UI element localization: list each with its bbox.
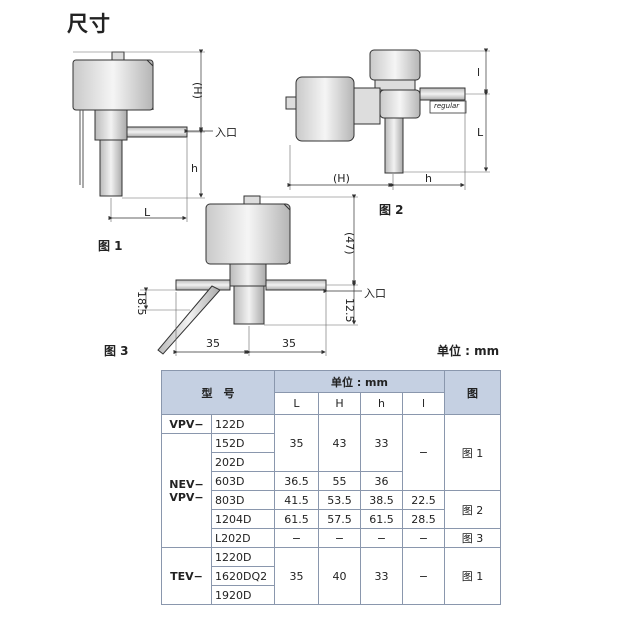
- value-cell: 53.5: [318, 490, 361, 510]
- page-title: 尺寸: [67, 12, 111, 36]
- value-cell: −: [402, 547, 445, 605]
- fig2-dim-h: h: [425, 172, 432, 185]
- fig2-dim-l: l: [477, 66, 481, 79]
- fig3-dim-12-5: 12.5: [343, 298, 356, 323]
- value-cell: 55: [318, 471, 361, 491]
- value-cell: 33: [360, 547, 403, 605]
- value-cell: 36: [360, 471, 403, 491]
- spec-table: 型 号 单位 : mm 图 L H h l VPV− 122D 35 43 33…: [161, 370, 501, 605]
- model-cell: 152D: [211, 433, 275, 453]
- table-row: 803D 41.5 53.5 38.5 22.5 图 2: [162, 490, 501, 529]
- fig2-regular-label: regular: [434, 102, 460, 110]
- value-cell: 38.5: [360, 490, 403, 510]
- prefix-vpv-2: VPV−: [169, 490, 204, 504]
- table-row: VPV− 122D 35 43 33 − 图 1: [161, 414, 501, 491]
- value-cell: −: [318, 528, 361, 548]
- table-row: 603D 36.5 55 36: [162, 471, 501, 491]
- header-col-L: L: [274, 392, 319, 415]
- model-cell: 1920D: [211, 585, 275, 605]
- figure-cell: 图 3: [444, 528, 501, 548]
- model-cell: 603D: [211, 471, 275, 491]
- prefix-nev: NEV−: [169, 477, 204, 491]
- value-cell: 61.5: [274, 509, 319, 529]
- table-row: TEV− 1220D 35 40 33 − 图 1: [161, 547, 501, 605]
- value-cell: 28.5: [402, 509, 445, 529]
- value-cell: −: [402, 414, 445, 491]
- fig3-inlet-label: 入口: [364, 287, 386, 300]
- value-cell: −: [360, 528, 403, 548]
- fig3-caption: 图 3: [104, 344, 129, 358]
- figure-3-drawing: [140, 194, 362, 356]
- header-col-l: l: [402, 392, 445, 415]
- fig3-dim-47: (47): [343, 232, 356, 255]
- figure-cell: 图 2: [444, 490, 501, 529]
- prefix-tev: TEV−: [161, 547, 212, 605]
- header-col-h: h: [360, 392, 403, 415]
- value-cell: 43: [318, 414, 361, 472]
- model-cell: 1220D: [211, 547, 275, 567]
- model-cell: 202D: [211, 452, 275, 472]
- fig1-caption: 图 1: [98, 239, 123, 253]
- value-cell: 36.5: [274, 471, 319, 491]
- value-cell: 35: [274, 547, 319, 605]
- header-col-H: H: [318, 392, 361, 415]
- value-cell: 35: [274, 414, 319, 472]
- value-cell: 57.5: [318, 509, 361, 529]
- value-cell: 33: [360, 414, 403, 472]
- fig2-caption: 图 2: [379, 203, 404, 217]
- model-cell: 122D: [211, 414, 275, 434]
- fig1-dim-h: h: [191, 162, 198, 175]
- value-cell: 22.5: [402, 490, 445, 510]
- table-row: 1620DQ2: [162, 566, 501, 586]
- table-row: L202D − − − − 图 3: [162, 528, 501, 548]
- header-model: 型 号: [161, 370, 275, 415]
- value-cell: 61.5: [360, 509, 403, 529]
- table-row: 1920D: [162, 585, 501, 605]
- fig3-dim-18-5: 18.5: [135, 291, 148, 316]
- fig3-dim-35-right: 35: [282, 337, 296, 350]
- model-cell: 1204D: [211, 509, 275, 529]
- fig1-dim-H: (H): [191, 82, 204, 99]
- fig2-dim-L: L: [477, 126, 484, 139]
- figure-2-drawing: [285, 48, 490, 190]
- value-cell: −: [402, 528, 445, 548]
- table-row: 202D: [162, 452, 501, 472]
- model-cell: 803D: [211, 490, 275, 510]
- table-header-row: 型 号 单位 : mm 图: [161, 370, 501, 415]
- value-cell: 41.5: [274, 490, 319, 510]
- prefix-vpv: VPV−: [161, 414, 212, 434]
- table-row: NEV− VPV− 152D: [161, 433, 501, 548]
- figure-cell: 图 1: [444, 547, 501, 605]
- fig2-dim-H: (H): [333, 172, 350, 185]
- unit-note: 单位 : mm: [437, 344, 500, 358]
- fig1-inlet-label: 入口: [215, 126, 237, 139]
- figure-cell: 图 1: [444, 414, 501, 491]
- table-subheader-row: L H h l: [162, 392, 501, 415]
- header-unit: 单位 : mm: [274, 370, 445, 393]
- dimension-drawings: [72, 48, 490, 356]
- fig3-dim-35-left: 35: [206, 337, 220, 350]
- fig1-dim-L: L: [144, 206, 151, 219]
- model-cell: L202D: [211, 528, 275, 548]
- header-figure: 图: [444, 370, 501, 415]
- figure-1-drawing: [72, 49, 213, 222]
- value-cell: −: [274, 528, 319, 548]
- value-cell: 40: [318, 547, 361, 605]
- prefix-nev-vpv: NEV− VPV−: [161, 433, 212, 548]
- model-cell: 1620DQ2: [211, 566, 275, 586]
